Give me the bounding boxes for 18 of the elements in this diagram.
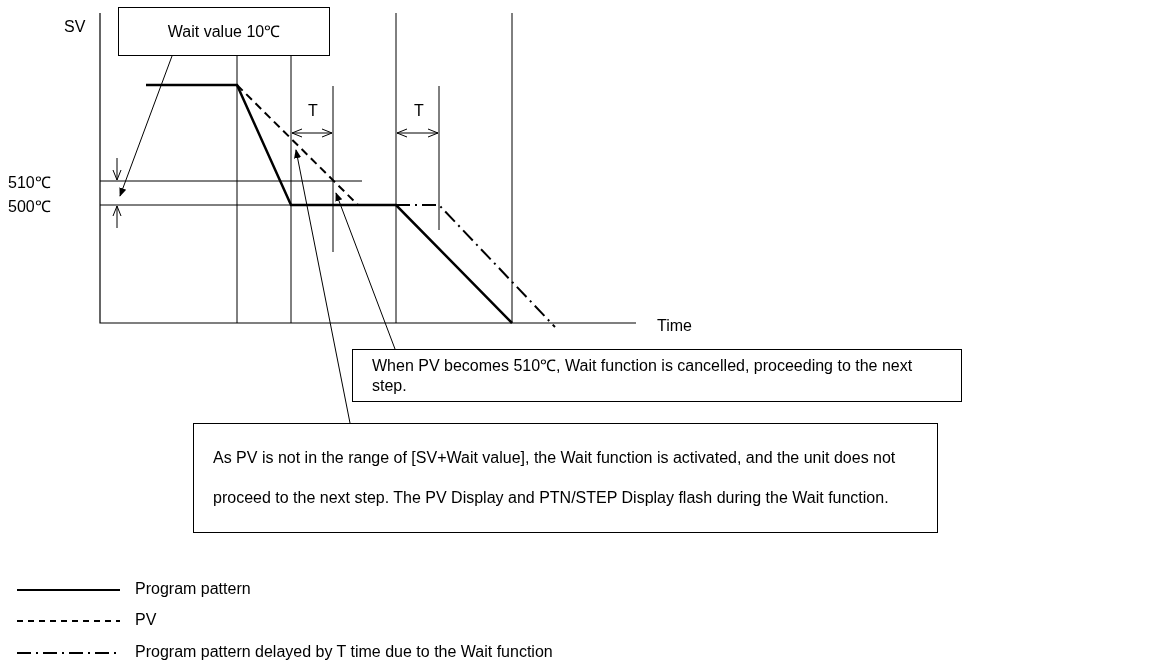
legend-text: Program pattern [135,580,251,598]
callout-box [118,7,330,56]
leader-line [294,149,351,424]
callout-text: Wait value 10℃ [167,21,281,42]
axis-label: T [414,102,424,120]
callout-text: As PV is not in the range of [SV+Wait value], the Wait function is activated, and the unit does not proceed to the next step. The PV Display and PTN/STEP Display flash during the Wait function. [213,448,897,508]
leader-line [119,55,173,197]
axis-label: Time [657,317,692,335]
axis-label: SV [64,18,86,36]
axis-label: 510℃ [8,173,51,193]
legend-text: PV [135,611,157,629]
callout-box [352,349,962,402]
axis-label: T [308,102,318,120]
callout-box [193,423,938,533]
leader-line [335,192,396,350]
axis-label: 500℃ [8,197,51,217]
callout-text: When PV becomes 510℃, Wait function is cancelled, proceeding to the next step. [372,356,914,395]
legend-text: Program pattern delayed by T time due to the Wait function [135,643,553,661]
